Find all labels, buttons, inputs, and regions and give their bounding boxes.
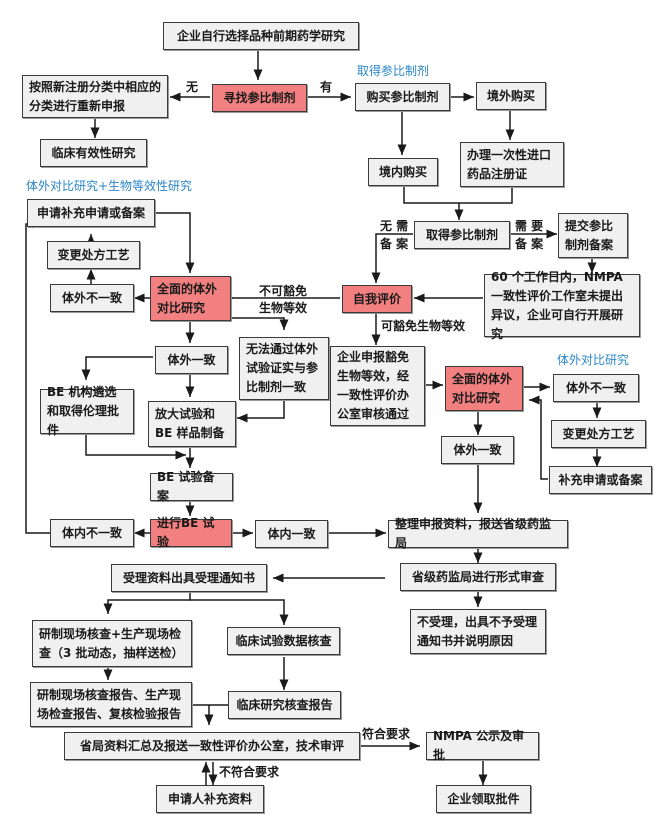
edge-label-not-meets: 不符合要求 bbox=[219, 765, 280, 779]
node-applicant-supplement: 申请人补充资料 bbox=[156, 785, 264, 813]
node-clinical-data-check: 临床试验数据核查 bbox=[227, 627, 340, 655]
heading-invitro-be: 体外对比研究+生物等效性研究 bbox=[26, 179, 193, 193]
node-accept: 受理资料出具受理通知书 bbox=[111, 564, 267, 592]
node-right-consistent: 体外一致 bbox=[441, 436, 514, 464]
node-site-inspection: 研制现场核查+生产现场检查（3 批动态，抽样送检） bbox=[32, 620, 192, 667]
node-formal-review: 省级药监局进行形式审查 bbox=[400, 563, 556, 591]
node-right-supplement: 补充申请或备案 bbox=[549, 466, 652, 494]
node-buy-abroad: 境外购买 bbox=[476, 82, 546, 110]
node-left-change-process: 变更处方工艺 bbox=[47, 241, 140, 269]
node-be-institution: BE 机构遴选和取得伦理批件 bbox=[40, 385, 134, 437]
node-buy-domestic: 境内购买 bbox=[368, 158, 438, 186]
heading-get-reference: 取得参比制剂 bbox=[357, 64, 430, 78]
node-invivo-inconsistent: 体内不一致 bbox=[50, 519, 134, 547]
edge-label-no-filing-1: 无 需 bbox=[380, 219, 409, 233]
node-self-evaluation: 自我评价 bbox=[342, 285, 412, 313]
node-left-supplement: 申请补充申请或备案 bbox=[27, 199, 155, 227]
edge-label-no-waiver-1: 不可豁免 bbox=[259, 284, 308, 298]
edge-label-no-waiver-2: 生物等效 bbox=[259, 301, 308, 315]
node-reject: 不受理，出具不予受理通知书并说明原因 bbox=[410, 609, 546, 654]
edge-label-has: 有 bbox=[320, 80, 333, 94]
node-obtained-reference: 取得参比制剂 bbox=[414, 221, 510, 249]
node-be-filing: BE 试验备案 bbox=[150, 470, 233, 503]
node-reapply: 按照新注册分类中相应的分类进行重新申报 bbox=[22, 75, 168, 118]
node-scale-up: 放大试验和 BE 样品制备 bbox=[148, 401, 236, 447]
node-full-invitro-right: 全面的体外对比研究 bbox=[445, 366, 523, 411]
node-site-reports: 研制现场核查报告、生产现场检查报告、复核检验报告 bbox=[30, 682, 192, 727]
node-nmpa-60-days: 60 个工作日内，NMPA 一致性评价工作室未提出异议，企业可自行开展研究 bbox=[484, 270, 640, 341]
edge-label-none: 无 bbox=[186, 80, 199, 94]
node-right-change-process: 变更处方工艺 bbox=[551, 420, 646, 448]
node-conduct-be: 进行BE 试验 bbox=[150, 516, 232, 549]
edge-label-no-filing-2: 备 案 bbox=[380, 237, 409, 251]
edge-label-need-filing-2: 备 案 bbox=[515, 237, 544, 251]
node-right-inconsistent: 体外不一致 bbox=[553, 374, 639, 402]
node-invivo-consistent: 体内一致 bbox=[255, 520, 328, 548]
node-compile-submit: 整理申报资料，报送省级药监局 bbox=[388, 517, 568, 550]
node-nmpa-approval: NMPA 公示及审批 bbox=[426, 729, 539, 762]
node-waiver-approved: 企业申报豁免生物等效，经一致性评价办公室审核通过 bbox=[330, 346, 425, 426]
node-find-reference: 寻找参比制剂 bbox=[212, 84, 307, 112]
node-import-registration: 办理一次性进口药品注册证 bbox=[460, 142, 564, 187]
node-clinical-efficacy: 临床有效性研究 bbox=[40, 139, 147, 167]
node-clinical-report: 临床研究核查报告 bbox=[228, 691, 341, 719]
node-summary-review: 省局资料汇总及报送一致性评价办公室，技术审评 bbox=[64, 732, 360, 760]
node-left-consistent: 体外一致 bbox=[155, 346, 228, 374]
node-get-approval: 企业领取批件 bbox=[436, 785, 531, 813]
node-cannot-verify: 无法通过体外试验证实与参比制剂一致 bbox=[239, 337, 329, 400]
edge-label-need-filing-1: 需 要 bbox=[515, 219, 544, 233]
node-full-invitro-left: 全面的体外对比研究 bbox=[150, 276, 231, 321]
node-start: 企业自行选择品种前期药学研究 bbox=[163, 22, 359, 50]
node-buy-reference: 购买参比制剂 bbox=[355, 83, 450, 111]
node-submit-filing: 提交参比制剂备案 bbox=[558, 213, 628, 258]
node-left-inconsistent: 体外不一致 bbox=[50, 284, 134, 312]
edge-label-waiver: 可豁免生物等效 bbox=[381, 319, 466, 333]
heading-invitro-only: 体外对比研究 bbox=[557, 353, 630, 367]
edge-label-meets: 符合要求 bbox=[362, 727, 411, 741]
